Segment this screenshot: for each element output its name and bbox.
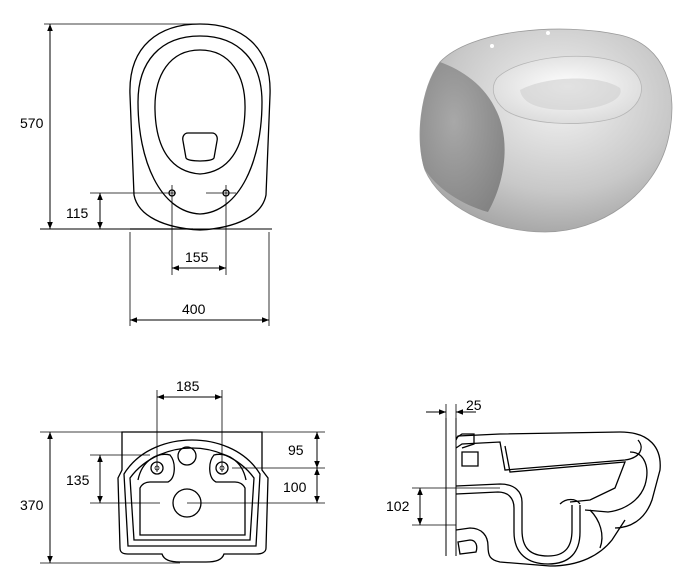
rear-view: 185 95 100 135 370 [20,378,325,564]
section-view: 25 102 [386,397,661,567]
dim-section-outlet: 102 [386,498,410,514]
dim-top-height: 570 [20,115,44,131]
dim-section-wall: 25 [466,397,482,413]
dim-top-hole-spacing: 155 [185,249,209,265]
dim-rear-side-offset: 135 [66,472,90,488]
dim-rear-height: 370 [20,497,44,513]
dim-top-width: 400 [182,301,206,317]
top-view: 570 115 155 400 [20,23,272,326]
dim-rear-upper-offset: 95 [288,442,304,458]
product-3d-view [419,28,673,233]
dim-rear-lower-offset: 100 [283,479,307,495]
dim-top-hole-offset: 115 [66,205,89,221]
dim-rear-hole-spacing: 185 [176,378,200,394]
